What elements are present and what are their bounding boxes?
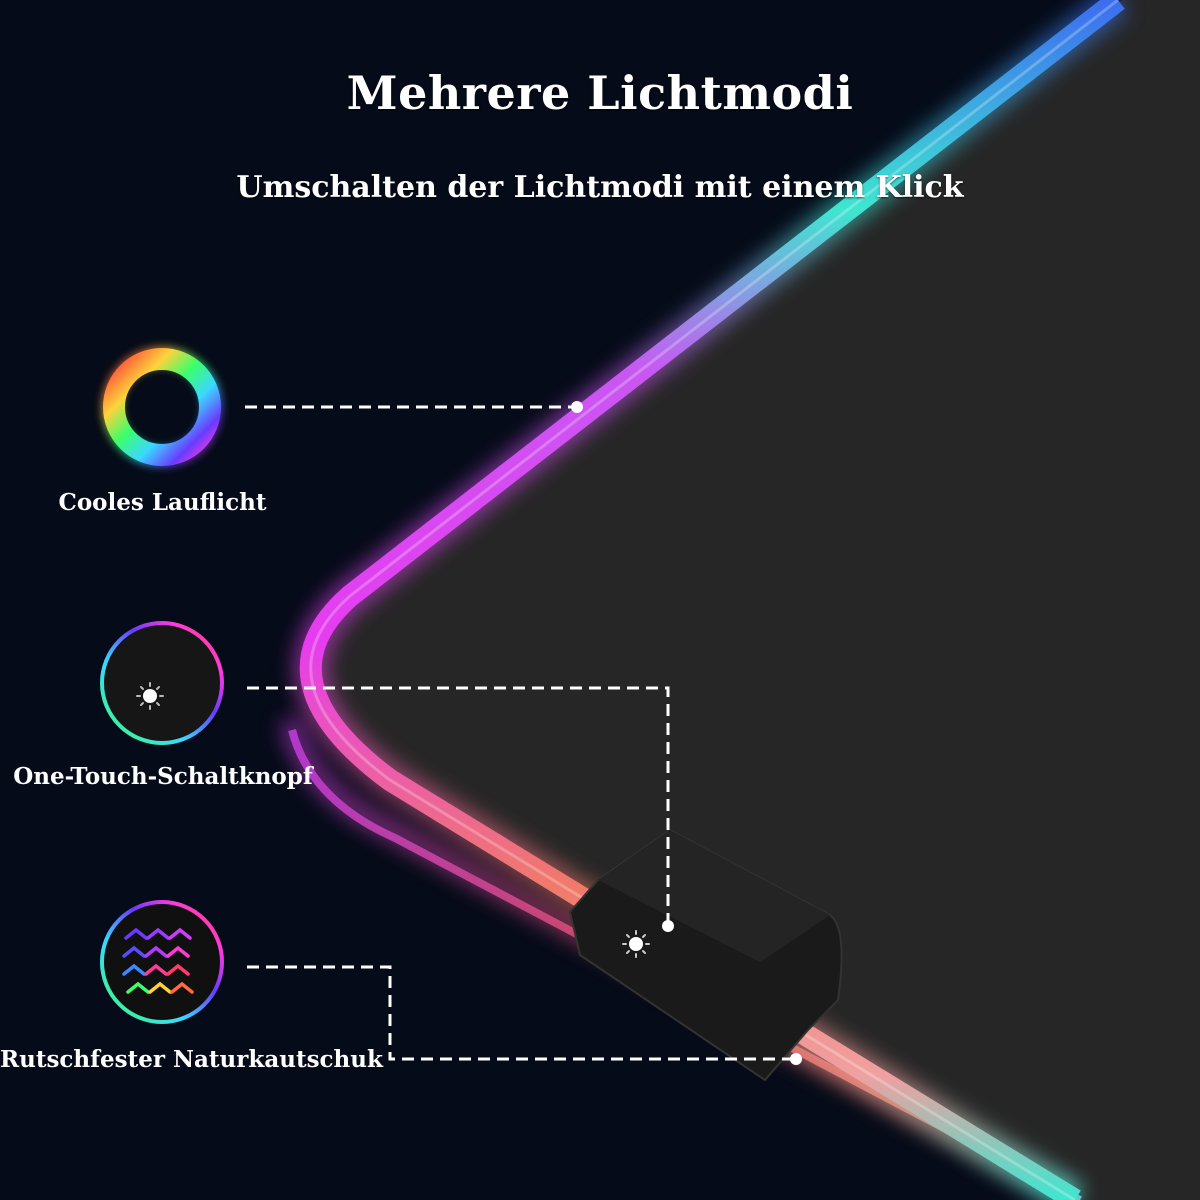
light-button-icon — [100, 621, 224, 745]
rgb-edge-highlight — [309, 0, 1119, 1200]
feature-label-one-touch-button: One-Touch-Schaltknopf — [13, 763, 313, 790]
callout-lines — [245, 405, 795, 1061]
lower-edge-strip — [288, 728, 1082, 1200]
callout-line-2 — [247, 686, 670, 925]
page-subtitle: Umschalten der Lichtmodi mit einem Klick — [236, 170, 964, 205]
callout-dot-3 — [790, 1053, 802, 1065]
rubber-texture-icon — [100, 900, 224, 1024]
page-title: Mehrere Lichtmodi — [346, 66, 854, 120]
rgb-edge-strip — [299, 0, 1125, 1200]
callout-line-3 — [247, 965, 795, 1061]
callout-dot-1 — [571, 401, 583, 413]
control-box-button-icon — [622, 930, 650, 958]
control-box-top — [598, 830, 830, 962]
callout-dot-2 — [662, 920, 674, 932]
feature-label-running-light: Cooles Lauflicht — [58, 489, 267, 516]
rgb-ring-icon — [101, 346, 223, 468]
mousepad-surface — [317, 0, 1200, 1200]
feature-label-rubber-base: Rutschfester Naturkautschuk — [0, 1046, 383, 1073]
callout-dots — [571, 401, 802, 1065]
